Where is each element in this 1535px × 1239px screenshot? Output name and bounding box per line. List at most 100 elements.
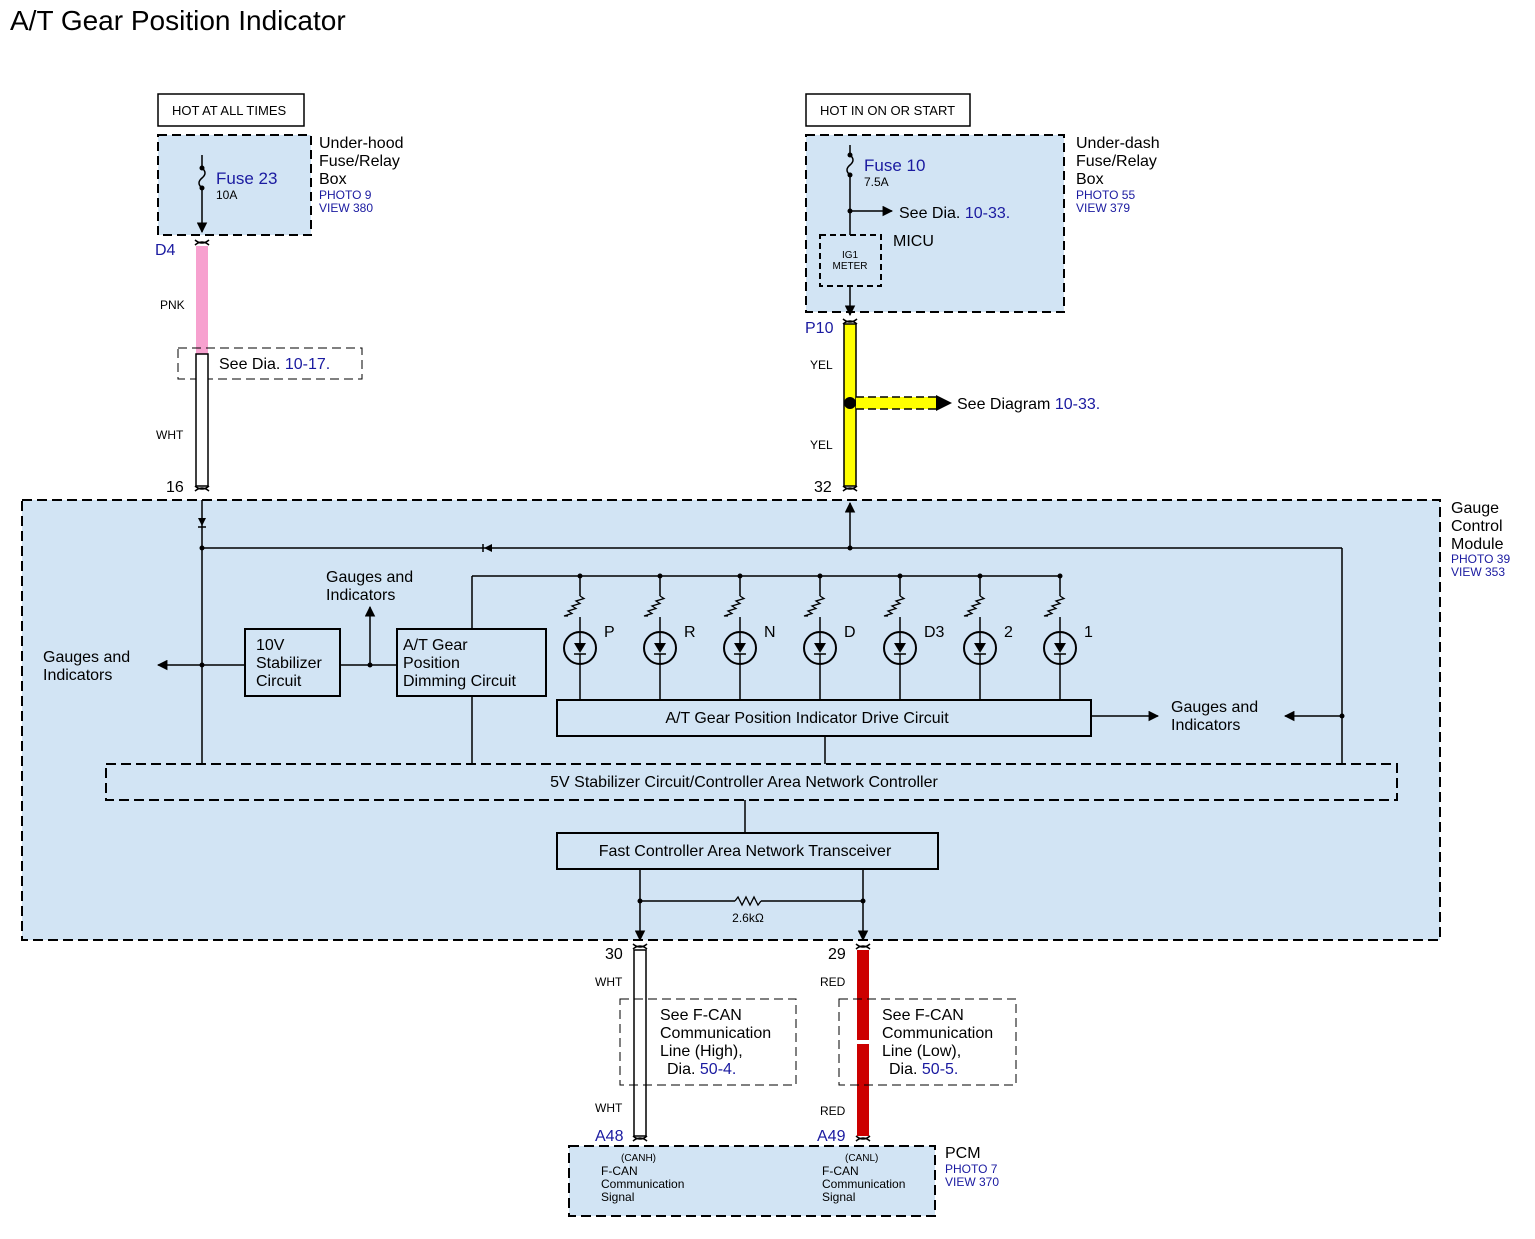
- led-2-resistor: [963, 595, 986, 617]
- pnk-wire-label: PNK: [160, 298, 185, 312]
- led-r-diode: [654, 643, 666, 653]
- hot-at-all-times-label-box: [157, 93, 305, 127]
- led-p-resistor: [563, 595, 586, 617]
- pcm-low-sig-2: Communication: [822, 1177, 905, 1191]
- can-high-color-bottom: WHT: [595, 1101, 623, 1115]
- led-n-diode: [734, 643, 746, 653]
- pcm-box: [568, 1145, 936, 1217]
- under-dash-photo: PHOTO 55: [1076, 188, 1135, 202]
- wht-wire-16: [195, 353, 209, 487]
- can-low-color-top: RED: [820, 975, 846, 989]
- dim-1: A/T Gear: [403, 637, 468, 654]
- yel-splice-point: [844, 397, 856, 409]
- see-dia-10-33-top: See Dia. 10-33.: [899, 205, 1010, 222]
- yel-branch-wire: [856, 397, 938, 409]
- gcm-name-3: Module: [1451, 536, 1504, 553]
- terminating-resistor: [734, 895, 762, 907]
- can-transceiver-label: Fast Controller Area Network Transceiver: [599, 843, 892, 860]
- pcm-view: VIEW 370: [945, 1175, 999, 1189]
- fuse-10-name: Fuse 10: [864, 156, 925, 175]
- gauges-right-1: Gauges and: [1171, 699, 1258, 716]
- can-controller-label: 5V Stabilizer Circuit/Controller Area Ne…: [550, 774, 938, 791]
- pcm-photo: PHOTO 7: [945, 1162, 998, 1176]
- fuse-10-symbol: [846, 154, 854, 176]
- under-hood-name-1: Under-hood: [319, 135, 404, 152]
- gauges-left-2: Indicators: [43, 667, 112, 684]
- led-r-label: R: [684, 624, 696, 641]
- hot-in-on-or-start-label-box: [805, 93, 971, 127]
- under-dash-name-1: Under-dash: [1076, 135, 1160, 152]
- pcm-low-sig-3: Signal: [822, 1190, 855, 1204]
- led-n-resistor: [723, 595, 746, 617]
- can-transceiver: [556, 832, 939, 870]
- gcm-view: VIEW 353: [1451, 565, 1505, 579]
- led-2-label: 2: [1004, 624, 1013, 641]
- led-d-resistor: [803, 595, 826, 617]
- dim-3: Dimming Circuit: [403, 673, 516, 690]
- see-f-can-low-box: [838, 998, 1017, 1086]
- gcm-photo: PHOTO 39: [1451, 552, 1510, 566]
- pcm-high-sig-1: F-CAN: [601, 1164, 638, 1178]
- see-dia-10-17: See Dia. 10-17.: [219, 356, 330, 373]
- led-p-diode: [574, 643, 586, 653]
- ig1-label: IG1: [842, 250, 859, 261]
- see-f-can-low-1: See F-CAN: [882, 1007, 964, 1024]
- can-high-color-top: WHT: [595, 975, 623, 989]
- hot-in-on-or-start-label: HOT IN ON OR START: [820, 103, 955, 118]
- gcm-name-1: Gauge: [1451, 500, 1499, 517]
- stab10-1: 10V: [256, 637, 285, 654]
- see-f-can-high-2: Communication: [660, 1025, 771, 1042]
- see-f-can-high-4: Dia. 50-4.: [667, 1061, 736, 1078]
- gauges-top-2: Indicators: [326, 587, 395, 604]
- top-bus-diode: [484, 544, 492, 552]
- led-1-label: 1: [1084, 624, 1093, 641]
- see-f-can-low-2: Communication: [882, 1025, 993, 1042]
- under-hood-fuse-box: [157, 134, 312, 236]
- gcm-name-2: Control: [1451, 518, 1503, 535]
- under-dash-view: VIEW 379: [1076, 201, 1130, 215]
- page-title: A/T Gear Position Indicator: [10, 5, 346, 36]
- pnk-wire: [196, 246, 208, 354]
- see-f-can-high-1: See F-CAN: [660, 1007, 742, 1024]
- can-high-wire: [633, 949, 647, 1137]
- under-hood-name-2: Fuse/Relay: [319, 153, 400, 170]
- connector-p10: P10: [805, 320, 834, 337]
- led-1-resistor: [1043, 595, 1066, 617]
- gauges-right-2: Indicators: [1171, 717, 1240, 734]
- stab10-2: Stabilizer: [256, 655, 322, 672]
- connector-a48: A48: [595, 1128, 624, 1145]
- drive-circuit-label: A/T Gear Position Indicator Drive Circui…: [665, 710, 949, 727]
- dim-2: Position: [403, 655, 460, 672]
- led-1-diode: [1054, 643, 1066, 653]
- micu-ig1-meter-box: [819, 234, 882, 287]
- see-f-can-high-3: Line (High),: [660, 1043, 743, 1060]
- see-f-can-low-3: Line (Low),: [882, 1043, 961, 1060]
- led-2-diode: [974, 643, 986, 653]
- pcm-canl: (CANL): [845, 1153, 878, 1164]
- see-f-can-low-4: Dia. 50-5.: [889, 1061, 958, 1078]
- led-d3-label: D3: [924, 624, 945, 641]
- fuse-23-rating: 10A: [216, 188, 237, 202]
- see-dia-10-17-box: [177, 347, 363, 380]
- gauges-left-1: Gauges and: [43, 649, 130, 666]
- under-dash-name-3: Box: [1076, 171, 1104, 188]
- led-p-label: P: [604, 624, 615, 641]
- led-d-diode: [814, 643, 826, 653]
- yel-wire-label-top: YEL: [810, 358, 833, 372]
- resistor-label: 2.6kΩ: [732, 911, 764, 925]
- wht-wire-label-16: WHT: [156, 428, 184, 442]
- pcm-high-sig-3: Signal: [601, 1190, 634, 1204]
- under-hood-photo: PHOTO 9: [319, 188, 372, 202]
- pcm-canh: (CANH): [621, 1153, 656, 1164]
- can-controller: [105, 763, 1398, 801]
- left-input-diode: [198, 518, 206, 526]
- stab10-3: Circuit: [256, 673, 302, 690]
- connector-d4: D4: [155, 242, 176, 259]
- pcm-low-sig-1: F-CAN: [822, 1164, 859, 1178]
- led-d3-resistor: [883, 595, 906, 617]
- under-dash-name-2: Fuse/Relay: [1076, 153, 1157, 170]
- fuse-23-symbol: [198, 167, 206, 189]
- pin-30: 30: [605, 946, 623, 963]
